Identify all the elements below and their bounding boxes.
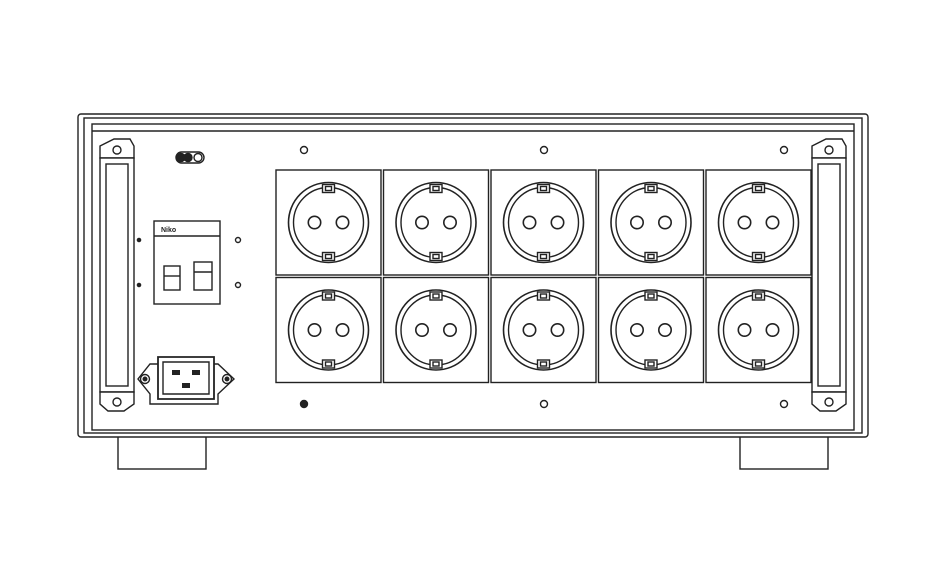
right-handle (811, 138, 847, 412)
schuko-socket (705, 276, 812, 384)
right-foot (739, 435, 829, 470)
schuko-socket (597, 169, 705, 276)
panel-screw (539, 145, 549, 155)
schuko-socket (597, 276, 705, 384)
schuko-socket (382, 169, 490, 276)
left-handle (99, 138, 135, 412)
panel-screw (779, 399, 789, 409)
power-toggle-switch (175, 151, 205, 164)
panel-screw (779, 145, 789, 155)
schuko-socket (705, 169, 812, 276)
panel-screw (539, 399, 549, 409)
breaker-lever-right (193, 261, 213, 291)
panel-screw (299, 145, 309, 155)
breaker-lever-left (163, 265, 181, 291)
left-foot (117, 435, 207, 470)
side-pin (136, 282, 142, 288)
socket-grid (275, 169, 812, 384)
schuko-socket (275, 169, 382, 276)
breaker-brand-label: Niko (161, 227, 176, 234)
panel-screw (299, 399, 309, 409)
breaker-screw (234, 281, 242, 289)
schuko-socket (490, 169, 597, 276)
side-pin (136, 237, 142, 243)
iec-inlet (137, 356, 236, 405)
schuko-socket (382, 276, 490, 384)
schuko-socket (275, 276, 382, 384)
circuit-breaker: Niko (153, 220, 221, 305)
breaker-screw (234, 236, 242, 244)
schuko-socket (490, 276, 597, 384)
